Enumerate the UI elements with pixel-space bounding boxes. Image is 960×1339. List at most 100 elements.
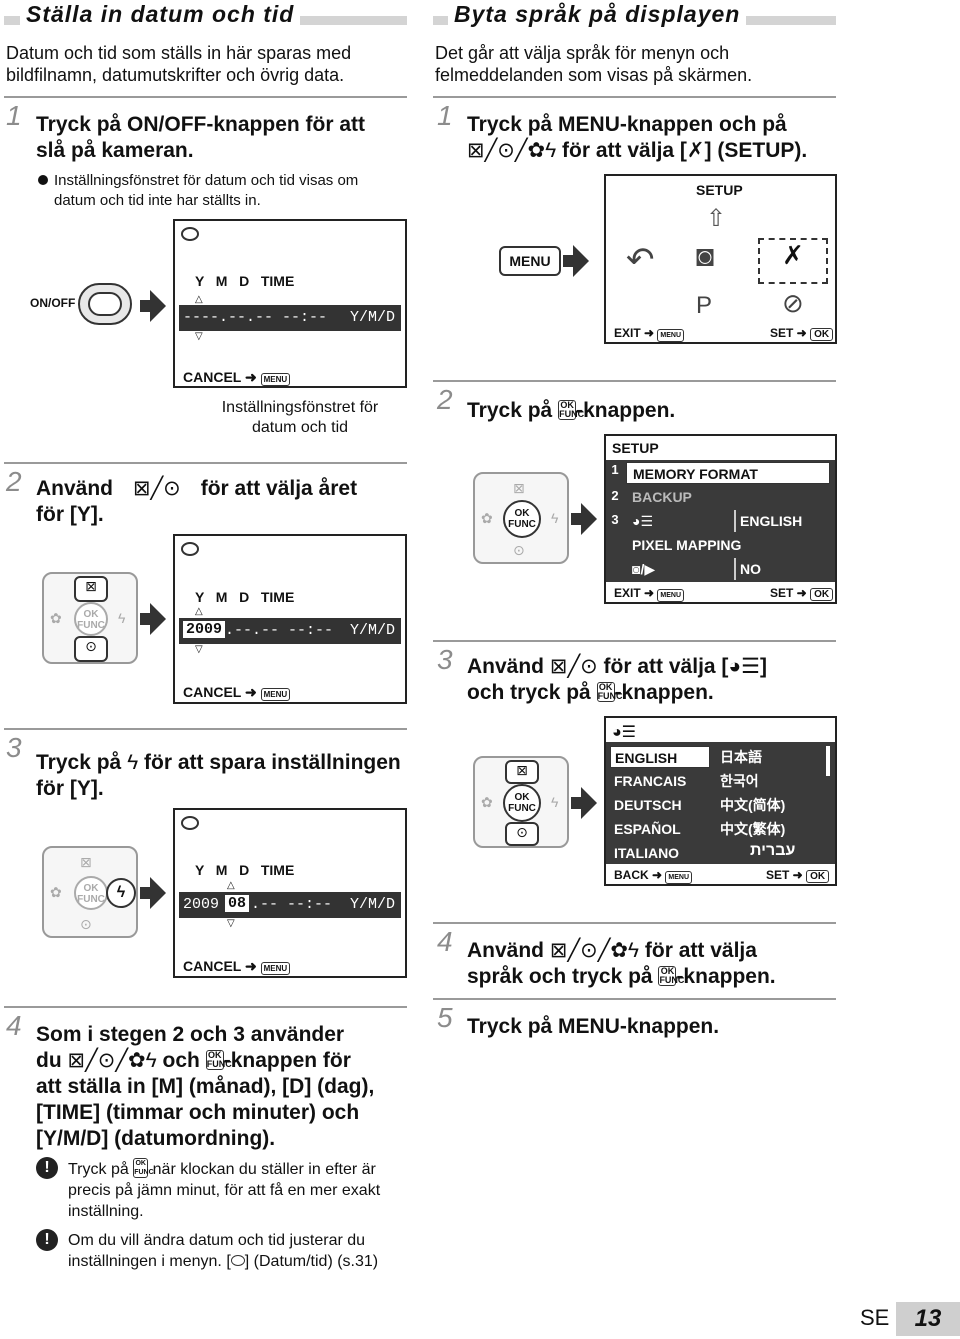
step-5-text: Tryck på MENU-knappen. bbox=[467, 1015, 720, 1038]
step-3-text: Använd ⊠╱⊙ för att välja [◕☰] och tryck … bbox=[467, 655, 767, 704]
language-icon: ◕☰ bbox=[632, 513, 654, 529]
setup-menu-screen: SETUP 1 MEMORY FORMAT 2 BACKUP 3 ◕☰ ENGL… bbox=[604, 434, 837, 604]
language-option-japanese[interactable]: 日本語 bbox=[720, 749, 762, 765]
date-field[interactable]: 2009 08 .-- --:-- Y/M/D bbox=[179, 892, 401, 918]
date-field[interactable]: 2009 .--.-- --:-- Y/M/D bbox=[179, 618, 401, 644]
arrow-right-icon bbox=[140, 603, 166, 635]
arrow-right-icon bbox=[571, 503, 597, 535]
silent-icon: ⊘ bbox=[782, 288, 804, 318]
step-4-text: Som i stegen 2 och 3 använder du ⊠╱⊙╱✿ϟ … bbox=[36, 1023, 375, 1150]
arrow-right-icon bbox=[563, 245, 589, 277]
macro-icon: ✿ bbox=[481, 794, 493, 810]
divider bbox=[4, 96, 407, 98]
up-down-keys-icon: ⊠╱⊙ bbox=[549, 655, 598, 678]
down-arrow-icon: ▽ bbox=[227, 918, 235, 929]
screen-title: SETUP bbox=[696, 182, 743, 198]
language-option-chinese-simplified[interactable]: 中文(简体) bbox=[720, 797, 786, 813]
clock-icon bbox=[181, 816, 199, 830]
print-icon: P bbox=[696, 292, 713, 319]
self-timer-icon: ⊙ bbox=[80, 916, 92, 932]
cancel-hint: CANCEL ➜ MENU bbox=[183, 684, 291, 701]
onoff-button[interactable] bbox=[78, 283, 132, 325]
clock-icon bbox=[181, 227, 199, 241]
column-labels: Y M D TIME bbox=[195, 273, 295, 289]
exposure-icon[interactable]: ⊠ bbox=[505, 760, 539, 784]
bullet-icon bbox=[38, 175, 48, 185]
menu-item-pixel-mapping[interactable]: PIXEL MAPPING bbox=[632, 537, 742, 553]
cancel-hint: CANCEL ➜ MENU bbox=[183, 369, 291, 386]
arrow-right-icon bbox=[571, 787, 597, 819]
step-number: 2 bbox=[6, 466, 22, 497]
warning-icon: ! bbox=[36, 1157, 58, 1179]
self-timer-icon[interactable]: ⊙ bbox=[74, 636, 108, 662]
onoff-label: ON/OFF bbox=[30, 296, 76, 310]
macro-icon: ✿ bbox=[50, 884, 62, 900]
divider bbox=[433, 640, 836, 642]
date-time-screen-2: Y M D TIME △ 2009 .--.-- --:-- Y/M/D ▽ C… bbox=[173, 534, 407, 704]
flash-icon: ϟ bbox=[551, 794, 559, 810]
right-intro: Det går att välja språk för menyn och fe… bbox=[435, 43, 753, 85]
setup-tools-icon[interactable]: ✗ bbox=[758, 238, 828, 284]
set-hint: SET ➜ OK bbox=[766, 868, 830, 883]
step-number: 3 bbox=[6, 732, 22, 763]
language-option-italiano[interactable]: ITALIANO bbox=[614, 845, 680, 861]
up-arrow-icon: △ bbox=[195, 294, 203, 305]
menu-item-backup[interactable]: BACKUP bbox=[632, 489, 692, 505]
menu-item-memory-format[interactable]: MEMORY FORMAT bbox=[626, 462, 830, 484]
language-icon: ◕☰ bbox=[612, 724, 637, 741]
step-number: 4 bbox=[437, 926, 453, 957]
language-option-espanol[interactable]: ESPAÑOL bbox=[614, 821, 681, 837]
exit-hint: EXIT ➜ MENU bbox=[614, 326, 685, 342]
play-icon: ▶ bbox=[644, 561, 656, 577]
page-number: 13 bbox=[896, 1302, 960, 1336]
menu-button[interactable]: MENU bbox=[499, 246, 561, 276]
divider bbox=[4, 1006, 407, 1008]
step-number: 1 bbox=[437, 100, 453, 131]
clock-icon bbox=[181, 542, 199, 556]
note-2: Om du vill ändra datum och tid justerar … bbox=[68, 1232, 379, 1270]
set-hint: SET ➜ OK bbox=[770, 586, 834, 601]
screen-caption: Inställningsfönstret för datum och tid bbox=[221, 399, 379, 436]
arrow-keys-icon: ⊠╱⊙╱✿ϟ bbox=[549, 939, 640, 962]
up-arrow-icon: △ bbox=[195, 606, 203, 617]
self-timer-icon[interactable]: ⊙ bbox=[505, 822, 539, 846]
divider bbox=[433, 380, 836, 382]
up-down-keys-icon: ⊠╱⊙ bbox=[132, 477, 181, 500]
language-option-francais[interactable]: FRANCAIS bbox=[614, 773, 687, 789]
language-option-chinese-traditional[interactable]: 中文(繁体) bbox=[720, 821, 786, 837]
date-field[interactable]: ----.--.-- --:-- Y/M/D bbox=[179, 305, 401, 331]
camera-icon: ◙ bbox=[696, 240, 715, 273]
language-code: SE bbox=[860, 1305, 890, 1330]
arrow-up-icon: ⇧ bbox=[706, 205, 727, 232]
date-time-screen-1: Y M D TIME △ ----.--.-- --:-- Y/M/D ▽ CA… bbox=[173, 219, 407, 388]
flash-icon[interactable]: ϟ bbox=[106, 878, 136, 908]
scrollbar[interactable] bbox=[826, 746, 830, 776]
macro-icon: ✿ bbox=[50, 610, 62, 626]
exposure-icon[interactable]: ⊠ bbox=[74, 576, 108, 602]
screen-title: SETUP bbox=[612, 440, 659, 456]
return-icon: ↶ bbox=[626, 241, 655, 279]
divider bbox=[4, 462, 407, 464]
flash-key-icon: ϟ bbox=[127, 751, 139, 774]
language-option-korean[interactable]: 한국어 bbox=[720, 773, 759, 789]
down-arrow-icon: ▽ bbox=[195, 331, 203, 342]
language-option-english[interactable]: ENGLISH bbox=[610, 746, 710, 768]
language-screen: ◕☰ ENGLISH FRANCAIS DEUTSCH ESPAÑOL ITAL… bbox=[604, 716, 837, 886]
warning-icon: ! bbox=[36, 1229, 58, 1251]
language-option-hebrew[interactable]: עברית bbox=[750, 842, 796, 859]
menu-item-language[interactable]: ◕☰ ENGLISH bbox=[626, 510, 830, 532]
menu-item-display-mode[interactable]: ◙/▶ NO bbox=[626, 558, 830, 580]
language-option-deutsch[interactable]: DEUTSCH bbox=[614, 797, 682, 813]
step-2-text: Använd ⊠╱⊙ för att välja året för [Y]. bbox=[36, 477, 358, 526]
